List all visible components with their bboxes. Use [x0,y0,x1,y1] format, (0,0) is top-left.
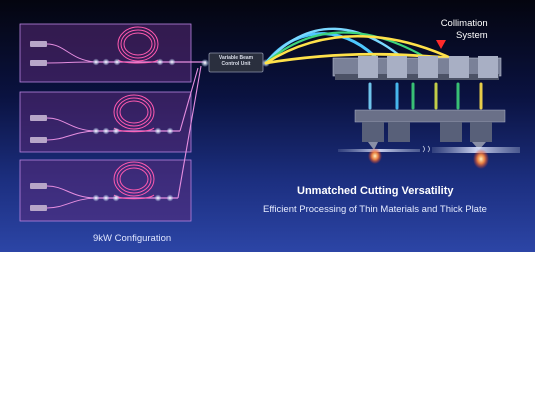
configuration-label: 9kW Configuration [93,233,172,244]
cutting-heads [354,109,506,150]
spark-thin-plate [368,148,382,164]
control-unit-box [201,52,270,73]
control-unit-label-line1: Variable Beam [218,55,254,61]
cutting-beams [368,82,483,110]
control-unit-label: Variable Beam Control Unit [209,55,263,72]
banner-subheadline: Efficient Processing of Thin Materials a… [263,204,487,215]
laser-banner-image: Variable Beam Control Unit Collimation S… [0,0,535,252]
spark-thick-plate [473,149,489,169]
laser-module-3 [19,159,192,222]
banner-headline: Unmatched Cutting Versatility [297,185,454,197]
collimation-arrow-icon [436,40,446,49]
collimation-label-line1: Collimation [440,18,488,29]
laser-module-1 [19,23,206,83]
delivery-fibers [264,27,482,65]
collimation-rail [332,56,502,80]
combining-fibers [177,65,202,199]
laser-system-illustration [19,23,520,222]
collimation-label: Collimation System [436,18,488,42]
collimation-label-line2: System [456,30,488,41]
laser-module-2 [19,91,192,153]
workpiece-plates [338,145,520,153]
control-unit-label-line2: Control Unit [221,61,251,67]
